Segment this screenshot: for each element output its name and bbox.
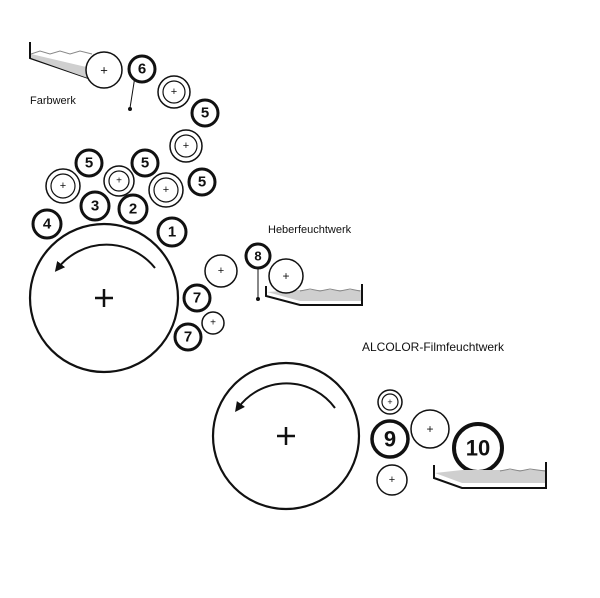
label-heberfeuchtwerk: Heberfeuchtwerk (268, 224, 352, 236)
roller-5-b: 5 (187, 167, 217, 197)
roller-6-label: 6 (138, 61, 146, 78)
metering-roller: + (410, 409, 450, 449)
roller-5-c-label: 5 (85, 155, 93, 172)
roller-6: 6 (127, 54, 157, 84)
roller-7-b-label: 7 (184, 329, 192, 346)
roller-5-b-label: 5 (198, 174, 206, 191)
roller-5-d: 5 (130, 148, 160, 178)
distributor-roller-e: + (148, 172, 184, 208)
svg-text:+: + (100, 63, 108, 78)
svg-text:+: + (60, 180, 66, 192)
roller-5-c: 5 (74, 148, 104, 178)
svg-text:+: + (116, 176, 122, 187)
roller-2-label: 2 (129, 201, 137, 218)
fountain-roller: + (85, 51, 123, 89)
roller-3-label: 3 (91, 198, 99, 215)
roller-10-label: 10 (466, 436, 490, 461)
roller-4: 4 (31, 208, 63, 240)
roller-8-label: 8 (254, 249, 261, 264)
roller-5-a-label: 5 (201, 105, 209, 122)
distributor-roller-a: + (157, 75, 191, 109)
roller-7-a: 7 (182, 283, 212, 313)
svg-text:+: + (389, 474, 395, 486)
roller-10: 10 (452, 422, 504, 474)
roller-9: 9 (370, 419, 410, 459)
roller-4-label: 4 (43, 216, 52, 233)
distributor-roller-b: + (169, 129, 203, 163)
roller-3: 3 (79, 190, 111, 222)
svg-text:+: + (171, 86, 177, 98)
roller-8: 8 (244, 242, 272, 270)
roller-7-b: 7 (173, 322, 203, 352)
svg-text:+: + (183, 140, 189, 152)
dampening-form-roller: + (376, 464, 408, 496)
roller-1: 1 (156, 216, 188, 248)
label-alcolor: ALCOLOR-Filmfeuchtwerk (362, 340, 505, 354)
roller-1-label: 1 (168, 224, 176, 241)
plate-cylinder-lower (211, 361, 361, 511)
roller-5-a: 5 (190, 98, 220, 128)
svg-text:+: + (218, 265, 224, 277)
label-farbwerk: Farbwerk (30, 95, 76, 107)
water-fountain-roller: + (268, 258, 304, 294)
roller-2: 2 (117, 193, 149, 225)
roller-7-a-label: 7 (193, 290, 201, 307)
distributor-roller-d: + (103, 165, 135, 197)
svg-text:+: + (426, 422, 433, 436)
svg-text:+: + (282, 269, 289, 283)
dampening-distributor-a: + (204, 254, 238, 288)
distributor-roller-c: + (45, 168, 81, 204)
alcolor-fountain-trough (433, 462, 547, 489)
svg-text:+: + (210, 318, 216, 329)
roller-5-d-label: 5 (141, 155, 149, 172)
svg-text:+: + (163, 184, 169, 196)
bridge-roller: + (377, 389, 403, 415)
ductor-pivot-dampening (256, 268, 260, 301)
dampening-distributor-b: + (201, 311, 225, 335)
roller-9-label: 9 (384, 427, 396, 452)
svg-text:+: + (387, 397, 392, 407)
plate-cylinder-upper (28, 222, 180, 374)
